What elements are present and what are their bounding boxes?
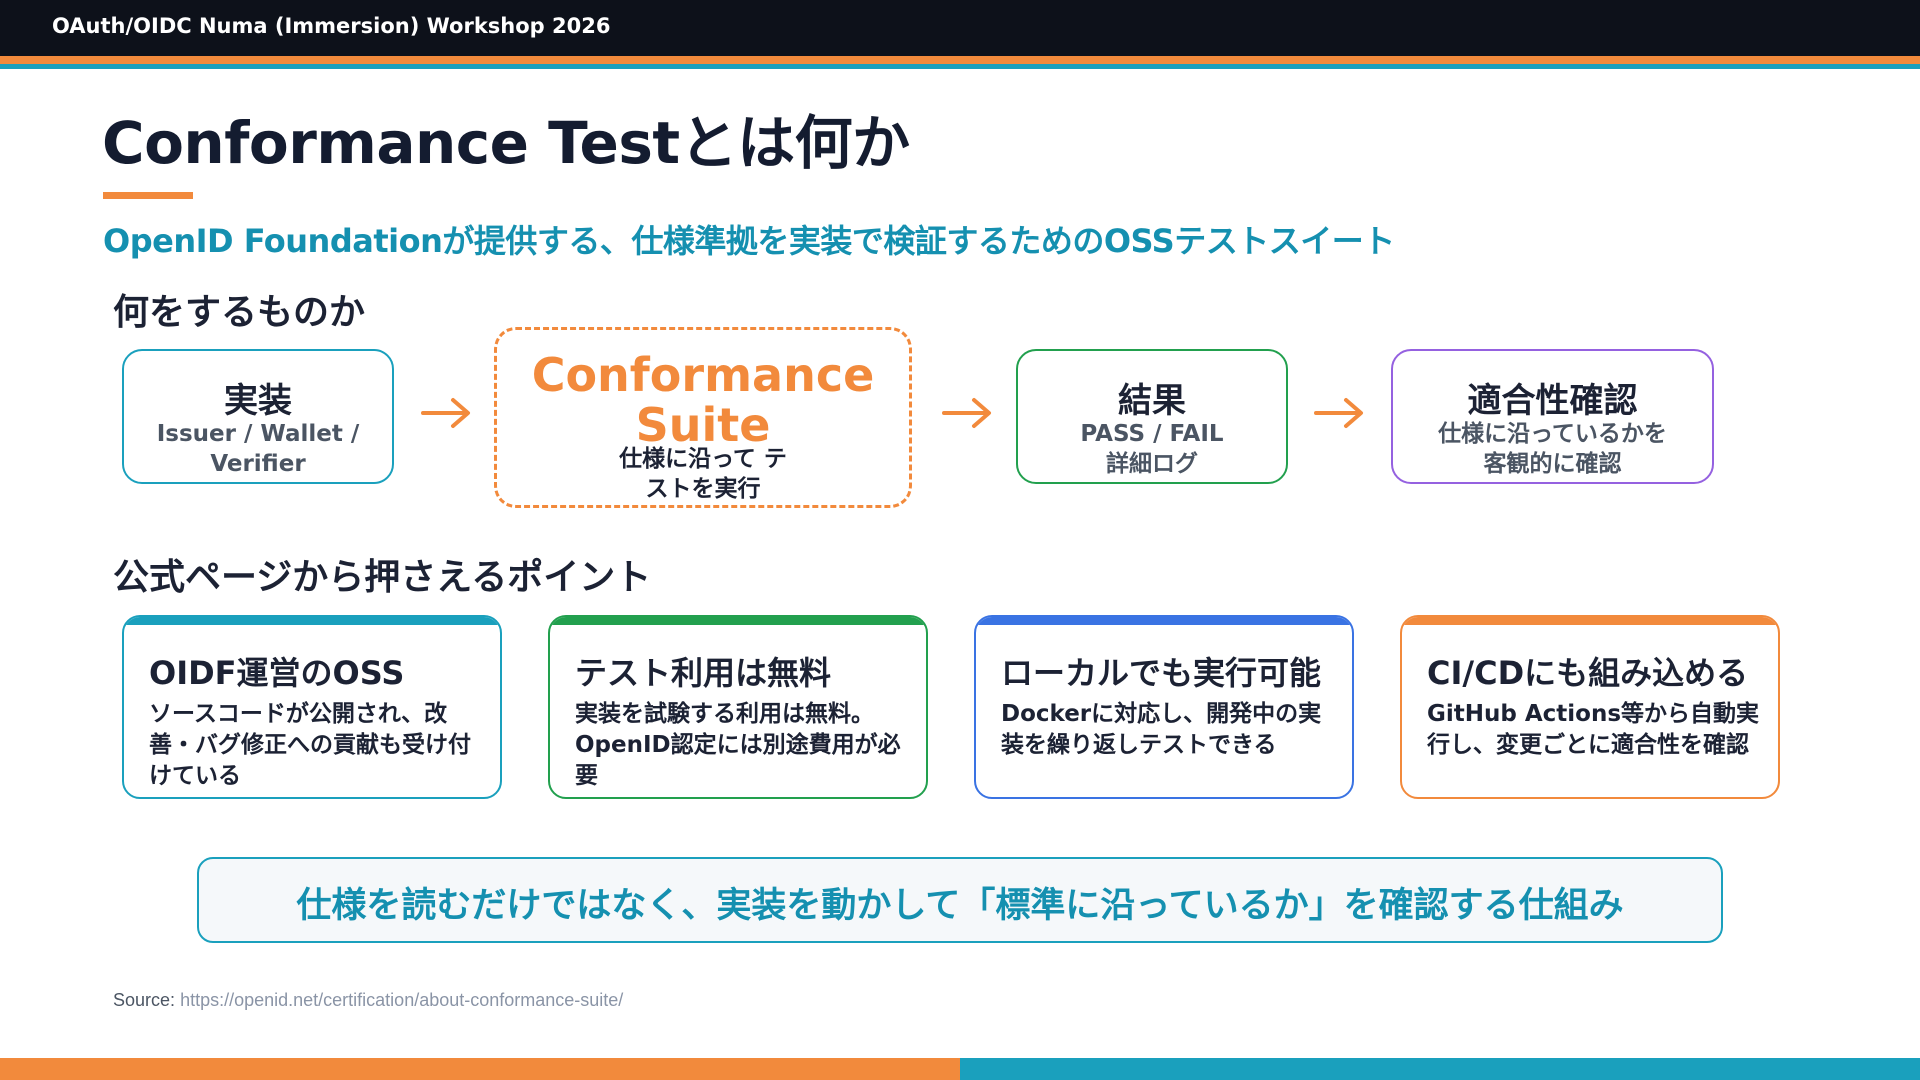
card-accent-bar: [976, 617, 1352, 625]
section-heading-points: 公式ページから押さえるポイント: [113, 557, 652, 598]
flow-box-desc: PASS / FAIL 詳細ログ: [1080, 421, 1224, 477]
source-label: Source:: [113, 990, 176, 1010]
key-message-callout: 仕様を読むだけではなく、実装を動かして「標準に沿っているか」を確認する仕組み: [197, 857, 1723, 943]
flow-box-implementation: 実装 Issuer / Wallet / Verifier: [122, 349, 394, 484]
card-title: OIDF運営のOSS: [149, 654, 405, 692]
header-accent-orange: [0, 56, 1920, 64]
card-accent-bar: [550, 617, 926, 625]
card-body: Dockerに対応し、開発中の実装を繰り返しテストできる: [1001, 701, 1322, 758]
arrow-right-icon: [421, 398, 470, 428]
page-subtitle: OpenID Foundationが提供する、仕様準拠を実装で検証するためのOS…: [103, 222, 1395, 260]
workshop-title: OAuth/OIDC Numa (Immersion) Workshop 202…: [52, 14, 611, 38]
card-title: CI/CDにも組み込める: [1427, 654, 1749, 692]
arrow-right-icon: [942, 398, 991, 428]
callout-text: 仕様を読むだけではなく、実装を動かして「標準に沿っているか」を確認する仕組み: [296, 886, 1624, 926]
flow-box-conformance-suite: Conformance Suite 仕様に沿って テストを実行: [494, 327, 912, 508]
flow-box-desc: Issuer / Wallet / Verifier: [156, 421, 360, 477]
card-body: 実装を試験する利用は無料。OpenID認定には別途費用が必要: [575, 701, 901, 789]
card-title: ローカルでも実行可能: [1001, 654, 1322, 692]
arrow-right-icon: [1314, 398, 1363, 428]
flow-box-result: 結果 PASS / FAIL 詳細ログ: [1016, 349, 1288, 484]
footer-bar-orange: [0, 1058, 960, 1080]
flow-box-title: 適合性確認: [1467, 381, 1638, 421]
flow-box-conformity-check: 適合性確認 仕様に沿っているかを 客観的に確認: [1391, 349, 1714, 484]
flow-box-desc: 仕様に沿っているかを 客観的に確認: [1438, 421, 1667, 477]
card-title: テスト利用は無料: [575, 654, 832, 692]
flow-box-title: 実装: [224, 381, 292, 421]
point-card-local: ローカルでも実行可能 Dockerに対応し、開発中の実装を繰り返しテストできる: [974, 615, 1354, 799]
card-accent-bar: [1402, 617, 1778, 625]
header-bar: OAuth/OIDC Numa (Immersion) Workshop 202…: [0, 0, 1920, 56]
point-card-free: テスト利用は無料 実装を試験する利用は無料。OpenID認定には別途費用が必要: [548, 615, 928, 799]
card-body: ソースコードが公開され、改善・バグ修正への貢献も受け付けている: [149, 701, 471, 789]
source-citation: Source: https://openid.net/certification…: [113, 990, 623, 1011]
flow-box-title: Conformance Suite: [531, 348, 875, 452]
header-accent-teal: [0, 64, 1920, 69]
point-card-cicd: CI/CDにも組み込める GitHub Actions等から自動実行し、変更ごと…: [1400, 615, 1780, 799]
title-underline: [103, 192, 193, 199]
point-card-oss: OIDF運営のOSS ソースコードが公開され、改善・バグ修正への貢献も受け付けて…: [122, 615, 502, 799]
card-body: GitHub Actions等から自動実行し、変更ごとに適合性を確認: [1427, 701, 1760, 758]
source-link[interactable]: https://openid.net/certification/about-c…: [180, 990, 624, 1010]
section-heading-what: 何をするものか: [113, 292, 366, 333]
page-title: Conformance Testとは何か: [102, 109, 910, 177]
card-accent-bar: [124, 617, 500, 625]
flow-box-desc: 仕様に沿って テストを実行: [619, 446, 787, 502]
flow-box-title: 結果: [1118, 381, 1186, 421]
footer-bar-teal: [960, 1058, 1920, 1080]
